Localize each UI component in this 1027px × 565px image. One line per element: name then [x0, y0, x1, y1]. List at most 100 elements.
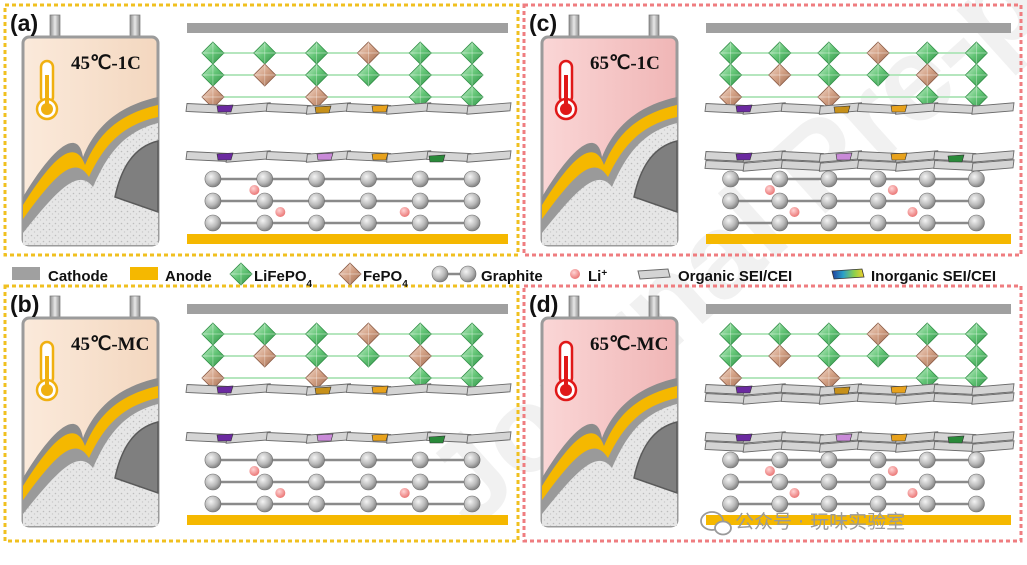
legend-organic-label: Organic SEI/CEI	[678, 268, 792, 285]
lifepo4-crystal	[460, 63, 484, 87]
graphite-atom	[360, 451, 377, 469]
cei-organic-layer	[185, 383, 512, 396]
graphite-atom	[411, 214, 429, 232]
graphite-atom	[820, 495, 838, 513]
panel-b: (b) 45℃-MC	[3, 284, 520, 543]
fepo4-crystal	[768, 344, 792, 368]
lifepo4-crystal	[964, 344, 988, 368]
graphite-atom	[360, 495, 377, 513]
sei-inorganic-particle	[428, 154, 446, 163]
cei-inorganic-particle	[216, 104, 234, 113]
graphite-atom	[968, 192, 985, 210]
sei-inorganic-particle	[316, 433, 334, 442]
graphite-atom	[771, 451, 789, 469]
lifepo4-crystal	[305, 322, 329, 346]
lifepo4-crystal	[719, 41, 743, 65]
cei-inorganic-particle	[890, 385, 908, 394]
graphite-atom	[722, 495, 739, 513]
graphite-atom	[463, 170, 481, 188]
lifepo4-crystal	[305, 41, 329, 65]
graphite-atom	[463, 473, 481, 491]
graphite-atom	[722, 170, 739, 188]
condition-label: 45℃-MC	[71, 334, 149, 355]
sei-inorganic-particle	[835, 152, 853, 161]
panel-d: (d)65℃-MC	[522, 284, 1023, 543]
graphite-atom	[360, 192, 377, 210]
lithium-ion	[887, 466, 898, 476]
graphite-atom	[820, 214, 838, 232]
lifepo4-crystal	[408, 63, 432, 87]
panel-label: (b)	[10, 291, 39, 317]
lithium-ion	[789, 488, 800, 498]
sei-inorganic-particle	[890, 433, 908, 442]
lithium-ion	[907, 207, 918, 217]
cei-inorganic-particle	[735, 104, 753, 113]
lifepo4-crystal	[305, 344, 329, 368]
panel-a: (a)45℃-1C	[3, 3, 520, 257]
lifepo4-crystal	[305, 63, 329, 87]
lithium-ion	[399, 488, 410, 498]
graphite-atom	[308, 214, 325, 232]
anode-collector	[187, 234, 508, 244]
legend-inorganic-label: Inorganic SEI/CEI	[871, 268, 996, 285]
fepo4-crystal	[719, 366, 743, 390]
legend-lifepo4-label: LiFePO4	[254, 268, 313, 290]
graphite-atom	[360, 214, 377, 232]
fepo4-crystal	[356, 41, 380, 65]
graphite-atom	[463, 192, 481, 210]
lifepo4-crystal	[356, 63, 380, 87]
lifepo4-crystal	[768, 41, 792, 65]
lithium-ion	[789, 207, 800, 217]
graphite-atom	[308, 495, 325, 513]
graphite-atom	[968, 495, 985, 513]
graphite-atom	[463, 214, 481, 232]
lifepo4-crystal	[201, 322, 225, 346]
legend-fepo4-icon	[338, 262, 362, 286]
fepo4-crystal	[768, 63, 792, 87]
anode-graphite	[204, 451, 481, 513]
lithium-ion	[887, 185, 898, 195]
thermometer-icon	[554, 340, 578, 402]
fepo4-crystal	[866, 322, 890, 346]
sei-inorganic-particle	[316, 152, 334, 161]
lifepo4-crystal	[817, 41, 841, 65]
lifepo4-crystal	[964, 366, 988, 390]
graphite-atom	[820, 192, 838, 210]
graphite-atom	[308, 170, 325, 188]
jelly-roll	[542, 97, 678, 245]
cei-inorganic-particle	[735, 385, 753, 394]
lifepo4-crystal	[768, 322, 792, 346]
lifepo4-crystal	[964, 322, 988, 346]
lifepo4-crystal	[356, 344, 380, 368]
panel-border	[3, 284, 520, 543]
graphite-atom	[204, 495, 222, 513]
sei-inorganic-particle	[428, 435, 446, 444]
legend-cathode-swatch	[12, 267, 40, 280]
graphite-atom	[463, 495, 481, 513]
lifepo4-crystal	[915, 366, 939, 390]
sei-inorganic-particle	[890, 152, 908, 161]
anode-collector	[706, 234, 1011, 244]
panel-border	[3, 3, 520, 257]
panel-label: (c)	[529, 10, 557, 36]
graphite-atom	[411, 495, 429, 513]
sei-organic-layer	[704, 159, 1015, 172]
lithium-ion	[399, 207, 410, 217]
legend-graphite-label: Graphite	[481, 268, 543, 285]
legend-fepo4-label: FePO4	[363, 268, 408, 290]
legend-cathode-label: Cathode	[48, 268, 108, 285]
graphite-atom	[968, 451, 985, 469]
graphite-atom	[820, 170, 838, 188]
cei-inorganic-particle	[216, 385, 234, 394]
panel-label: (d)	[529, 291, 558, 317]
graphite-atom	[308, 451, 325, 469]
cei-inorganic-particle	[371, 385, 389, 394]
lifepo4-crystal	[460, 41, 484, 65]
fepo4-crystal	[915, 344, 939, 368]
panels-group: (a)45℃-1C(b)45℃-MC(c)65℃-1C(d)65℃-MC	[3, 3, 1023, 543]
graphite-atom	[918, 170, 936, 188]
cell-terminal-left	[568, 295, 580, 321]
graphite-atom	[722, 473, 739, 491]
jelly-roll	[23, 378, 159, 526]
sei-inorganic-particle	[735, 433, 753, 442]
